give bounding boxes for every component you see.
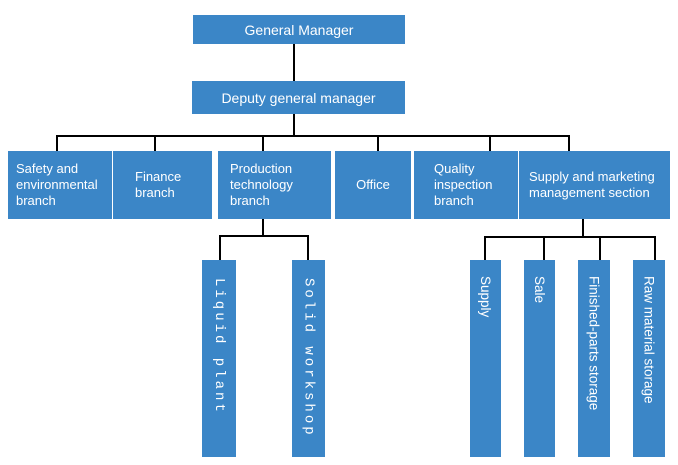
node-finished-parts-storage-label: Finished-parts storage	[586, 276, 602, 411]
node-solid-workshop: Solid workshop	[292, 260, 325, 457]
connector-drop-quality	[489, 135, 491, 151]
node-liquid-plant-label: Liquid plant	[211, 278, 227, 415]
node-supply: Supply	[470, 260, 501, 457]
node-sale-label: Sale	[532, 276, 547, 304]
connector-supply-horizontal	[484, 236, 656, 238]
node-general-manager-label: General Manager	[244, 21, 354, 38]
node-solid-workshop-label: Solid workshop	[300, 278, 317, 438]
branch-label: Safety and environmental branch	[16, 161, 98, 208]
node-safety-environmental-branch: Safety and environmental branch	[8, 151, 112, 219]
connector-drop-raw-material	[654, 236, 656, 260]
connector-drop-finance	[154, 135, 156, 151]
connector-drop-supply-section	[568, 135, 570, 151]
connector-production-stem	[262, 219, 264, 236]
connector-root-deputy	[293, 44, 295, 81]
connector-production-horizontal	[219, 235, 309, 237]
connector-drop-finished-parts	[599, 236, 601, 260]
connector-drop-office	[377, 135, 379, 151]
node-general-manager: General Manager	[193, 15, 405, 44]
node-supply-marketing-section: Supply and marketing management section	[519, 151, 670, 219]
node-deputy-general-manager-label: Deputy general manager	[221, 89, 376, 106]
branch-label: Quality inspection branch	[434, 161, 493, 208]
branch-label: Production technology branch	[230, 161, 293, 208]
connector-drop-liquid-plant	[219, 235, 221, 260]
branch-label: Supply and marketing management section	[529, 169, 655, 200]
node-sale: Sale	[524, 260, 555, 457]
node-finance-branch: Finance branch	[113, 151, 212, 219]
connector-deputy-stem	[293, 114, 295, 137]
node-raw-material-storage-label: Raw material storage	[641, 276, 657, 404]
connector-supply-stem	[582, 219, 584, 238]
branch-label: Finance branch	[135, 169, 182, 200]
connector-drop-production	[262, 135, 264, 151]
branch-label: Office	[356, 177, 390, 192]
connector-drop-supply	[484, 236, 486, 260]
node-office: Office	[335, 151, 411, 219]
connector-drop-solid-workshop	[307, 235, 309, 260]
node-supply-label: Supply	[478, 276, 493, 318]
node-raw-material-storage: Raw material storage	[633, 260, 665, 457]
node-finished-parts-storage: Finished-parts storage	[578, 260, 610, 457]
connector-drop-safety	[56, 135, 58, 151]
node-quality-inspection-branch: Quality inspection branch	[414, 151, 518, 219]
node-liquid-plant: Liquid plant	[202, 260, 236, 457]
connector-main-horizontal	[56, 135, 570, 137]
node-production-technology-branch: Production technology branch	[218, 151, 331, 219]
node-deputy-general-manager: Deputy general manager	[192, 81, 405, 114]
connector-drop-sale	[543, 236, 545, 260]
